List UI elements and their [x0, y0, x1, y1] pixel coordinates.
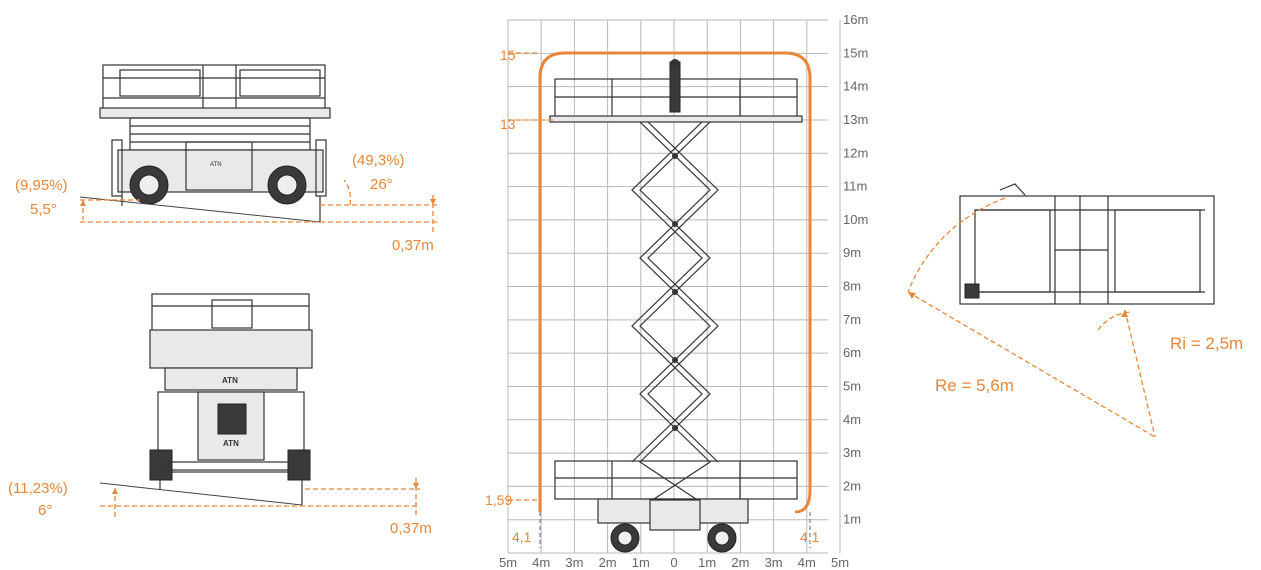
y-tick-label: 13m: [843, 112, 868, 127]
x-tick-label: 3m: [565, 555, 583, 570]
x-tick-label: 4m: [798, 555, 816, 570]
front-logo-top: ATN: [222, 376, 238, 385]
x-tick-label: 5m: [499, 555, 517, 570]
y-tick-label: 15m: [843, 45, 868, 60]
y-tick-label: 16m: [843, 12, 868, 27]
work-envelope-y-axis: 16m 15m 14m 13m 12m 11m 10m 9m 8m 7m 6m 5m 4m 3m 2m 1m: [843, 12, 868, 527]
envelope-lowered-platform: [554, 460, 798, 553]
y-tick-label: 4m: [843, 412, 861, 427]
y-tick-label: 5m: [843, 378, 861, 393]
x-tick-label: 1m: [632, 555, 650, 570]
x-tick-label: 1m: [698, 555, 716, 570]
work-envelope-outline: [538, 51, 812, 514]
y-tick-label: 10m: [843, 212, 868, 227]
y-tick-label: 2m: [843, 478, 861, 493]
y-tick-label: 7m: [843, 312, 861, 327]
y-tick-label: 11m: [843, 179, 867, 194]
front-view-machine: ATN ATN: [149, 293, 313, 505]
y-tick-label: 14m: [843, 79, 868, 94]
x-tick-label: 3m: [765, 555, 783, 570]
envelope-marker-platform: 13: [500, 116, 516, 132]
x-tick-label: 2m: [599, 555, 617, 570]
side-grade-degrees: 5,5°: [30, 201, 57, 218]
svg-text:ATN: ATN: [210, 162, 222, 168]
front-view-slope-lines: [99, 478, 420, 520]
side-outrigger-percent: (49,3%): [352, 152, 405, 169]
y-tick-label: 1m: [843, 512, 861, 527]
side-view-slope-lines: [79, 179, 440, 235]
y-tick-label: 8m: [843, 279, 861, 294]
x-tick-label: 2m: [731, 555, 749, 570]
y-tick-label: 3m: [843, 445, 861, 460]
y-tick-label: 6m: [843, 345, 861, 360]
x-tick-label: 0: [670, 555, 677, 570]
envelope-scissor-stack: [631, 121, 719, 506]
turning-inner-radius: Ri = 2,5m: [1170, 334, 1243, 353]
side-view-machine: ATN: [99, 64, 331, 222]
front-height-offset: 0,37m: [390, 520, 432, 537]
top-view-machine: [959, 183, 1215, 305]
work-envelope-x-axis: 5m 4m 3m 2m 1m 0 1m 2m 3m 4m 5m: [499, 555, 849, 570]
front-grade-degrees: 6°: [38, 502, 52, 519]
envelope-marker-bottom: 1,59: [485, 492, 512, 508]
turning-radius-lines: [907, 197, 1156, 438]
envelope-elevated-platform: [549, 59, 803, 123]
front-grade-percent: (11,23%): [8, 480, 68, 497]
y-tick-label: 12m: [843, 145, 868, 160]
x-tick-label: 4m: [532, 555, 550, 570]
front-logo-bottom: ATN: [223, 439, 239, 448]
x-tick-label: 5m: [831, 555, 849, 570]
turning-outer-radius: Re = 5,6m: [935, 376, 1014, 395]
side-height-offset: 0,37m: [392, 237, 434, 254]
envelope-outreach-left: 4,1: [512, 529, 532, 545]
envelope-marker-top: 15: [500, 47, 516, 63]
envelope-outreach-right: 4,1: [800, 529, 820, 545]
side-outrigger-degrees: 26°: [370, 176, 393, 193]
y-tick-label: 9m: [843, 245, 861, 260]
side-grade-percent: (9,95%): [15, 177, 68, 194]
